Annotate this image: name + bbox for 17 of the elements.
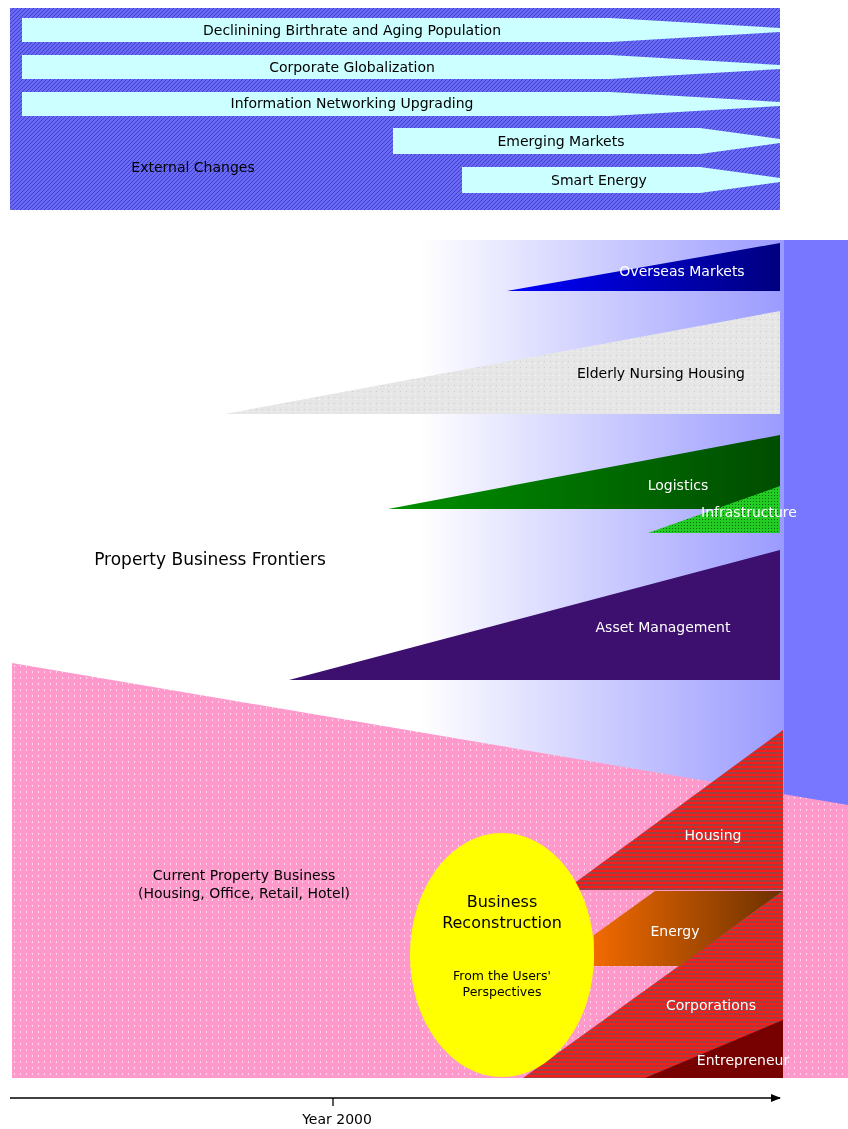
node-label: Smart Energy — [551, 170, 647, 190]
node-label: Declinining Birthrate and Aging Population — [203, 20, 501, 40]
node-label: Corporations — [666, 995, 756, 1015]
node-label: External Changes — [131, 157, 255, 177]
node-label: Business Reconstruction — [441, 892, 563, 934]
node-label: Information Networking Upgrading — [230, 93, 474, 113]
node-label: Asset Management — [595, 617, 731, 637]
node-label: Current Property Business (Housing, Office, Retail, Hotel) — [136, 865, 351, 903]
section-title: Property Business Frontiers — [94, 547, 326, 571]
node-label: Corporate Globalization — [269, 57, 435, 77]
node-label: Emerging Markets — [497, 131, 625, 151]
subtitle-text: From the Users' Perspectives — [452, 967, 552, 1001]
node-label: Logistics — [647, 475, 709, 495]
axis-label: Year 2000 — [302, 1109, 372, 1129]
node-label: Housing — [684, 825, 742, 845]
node-label: Elderly Nursing Housing — [577, 363, 745, 383]
node-label: Energy — [650, 921, 700, 941]
